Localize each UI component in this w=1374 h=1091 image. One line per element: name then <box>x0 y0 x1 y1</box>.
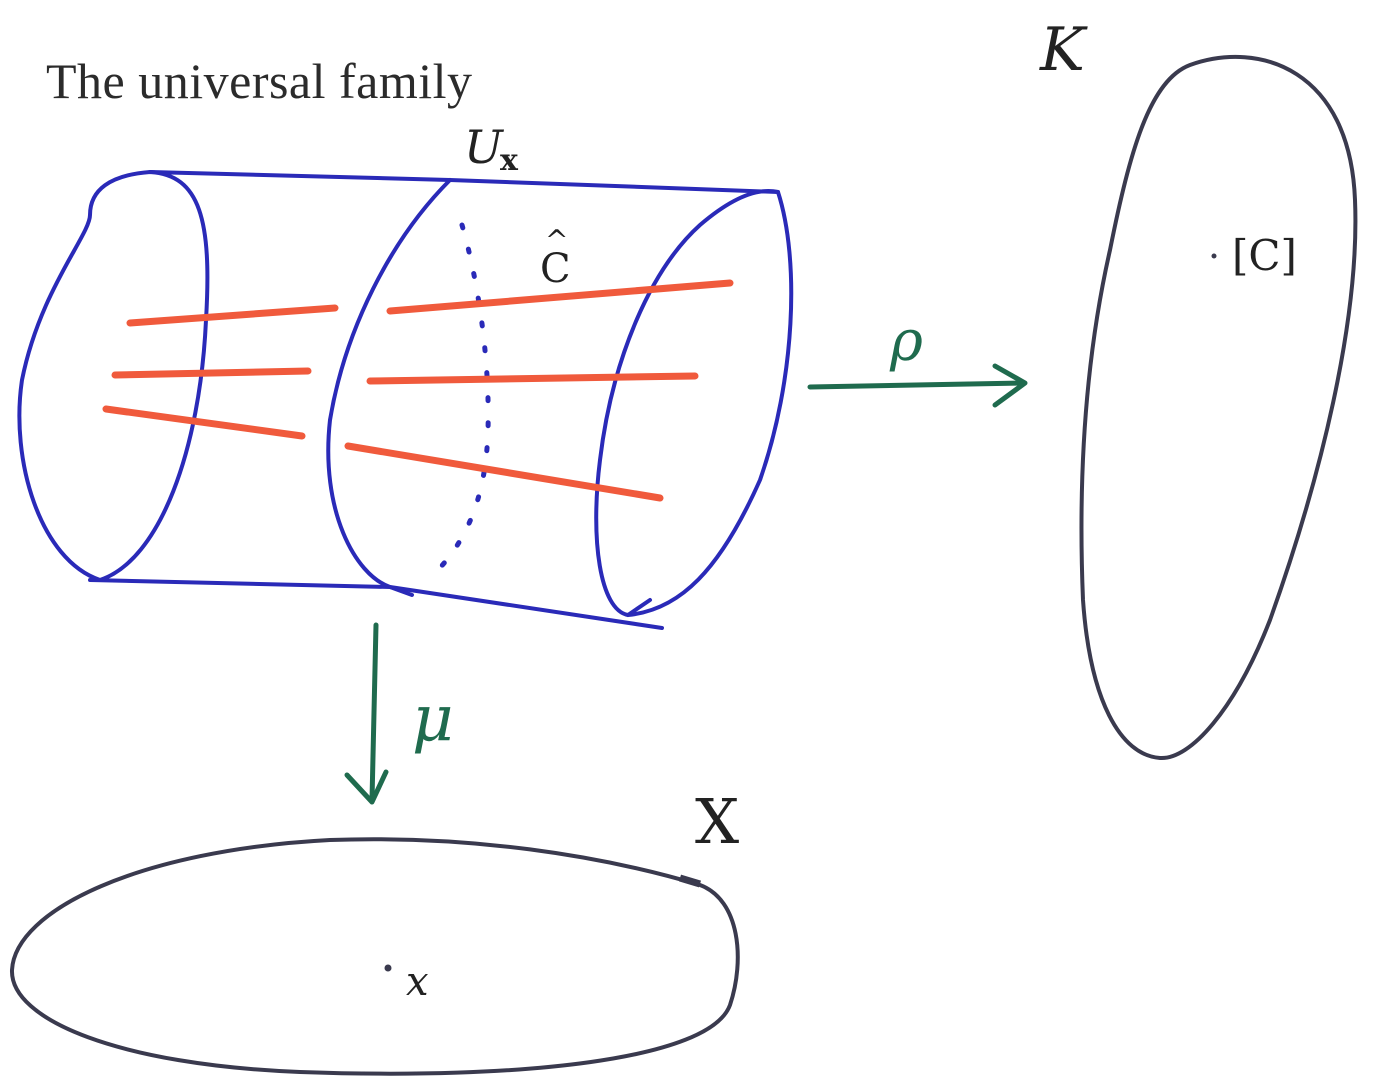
curve-line <box>344 442 664 502</box>
curve-line <box>111 367 312 379</box>
arrow-mu-shaft <box>369 622 379 803</box>
cylinder-right-end <box>594 189 794 617</box>
cylinder-middle-section-hidden <box>427 222 491 581</box>
arrow-rho-head <box>992 363 1028 408</box>
label-base-point: x <box>406 959 429 1005</box>
arrow-rho <box>807 363 1028 408</box>
label-rho: ρ <box>889 309 923 374</box>
label-base: X <box>695 785 739 858</box>
arrow-rho-shaft <box>807 380 1025 390</box>
parameter-space-outline <box>1079 54 1358 761</box>
base-point-dot <box>384 964 392 972</box>
label-universal-family: U <box>464 120 505 174</box>
curve-line <box>366 372 699 385</box>
cylinder-top-edge <box>148 170 780 194</box>
label-parameter-point: [C] <box>1232 231 1297 280</box>
curve-line <box>102 405 306 440</box>
label-parameter-space: K <box>1039 15 1088 85</box>
diagram-title: The universal family <box>46 53 473 109</box>
cylinder-middle-section <box>326 178 452 597</box>
curves-family <box>102 279 734 502</box>
arrow-mu-head <box>344 769 389 805</box>
cylinder-left-end <box>17 170 210 582</box>
parameter-point-dot <box>1211 253 1217 259</box>
cylinder-right-end-tick <box>626 598 652 617</box>
label-universal-family-subscript: x <box>500 143 519 178</box>
label-curve: C <box>540 246 571 292</box>
label-curve-hat: ^ <box>545 224 568 257</box>
cylinder-bottom-edge <box>88 578 664 630</box>
cylinder-universal-family <box>17 170 794 630</box>
base-space-outline <box>9 837 740 1076</box>
base-space-mark <box>678 874 702 888</box>
curve-line <box>126 304 339 327</box>
label-mu: μ <box>412 682 454 756</box>
arrow-mu <box>344 622 389 805</box>
curve-line <box>386 279 734 315</box>
